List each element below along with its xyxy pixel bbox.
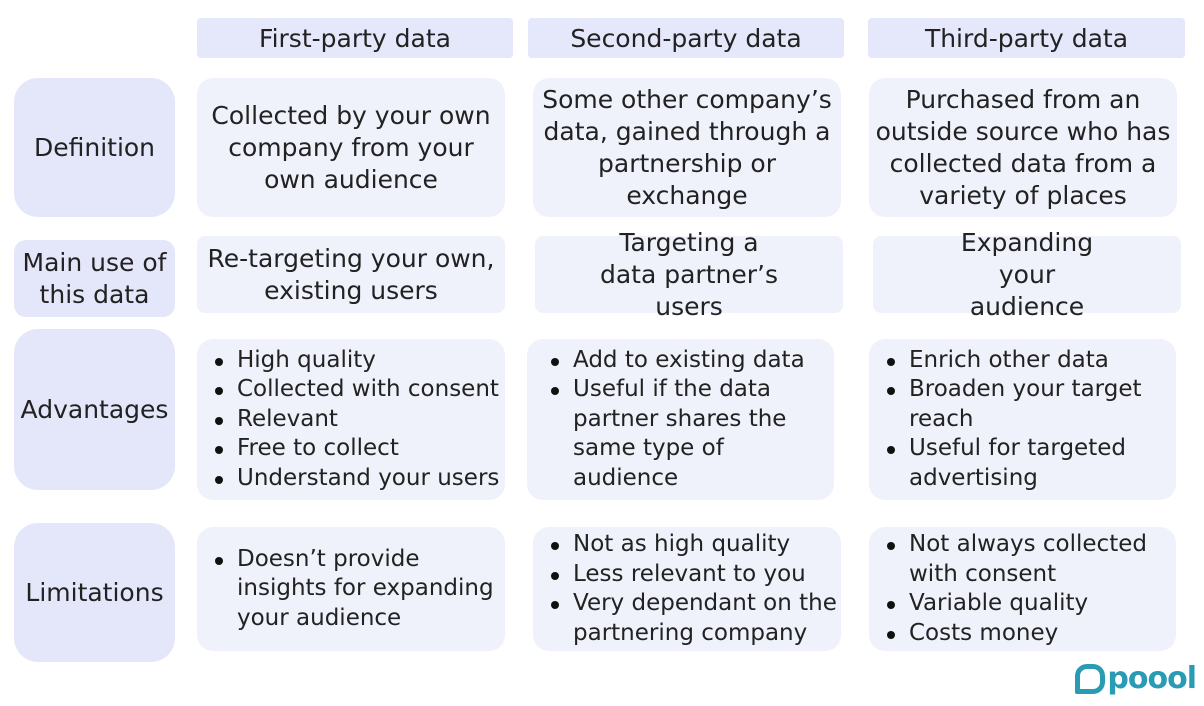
poool-logo-icon bbox=[1075, 664, 1106, 694]
limitations-second-party: Not as high quality Less relevant to you… bbox=[533, 527, 841, 651]
list-item: Add to existing data bbox=[551, 346, 834, 376]
list-item: Relevant bbox=[214, 405, 499, 435]
list-item: Variable quality bbox=[887, 589, 1176, 619]
list-item: High quality bbox=[214, 346, 499, 376]
row-label-main-use: Main use of this data bbox=[14, 240, 175, 317]
header-third-party: Third-party data bbox=[868, 18, 1185, 58]
advantages-third-party-list: Enrich other data Broaden your target re… bbox=[869, 346, 1176, 494]
poool-logo-text: poool bbox=[1107, 661, 1197, 696]
list-item: Very dependant on the partnering company bbox=[551, 589, 841, 648]
list-item: Useful if the data partner shares the sa… bbox=[551, 375, 834, 493]
header-second-party: Second-party data bbox=[528, 18, 844, 58]
advantages-second-party-list: Add to existing data Useful if the data … bbox=[527, 346, 834, 494]
header-first-party: First-party data bbox=[197, 18, 513, 58]
list-item: Less relevant to you bbox=[551, 560, 841, 590]
definition-first-party: Collected by your own company from your … bbox=[197, 78, 505, 217]
list-item: Broaden your target reach bbox=[887, 375, 1176, 434]
list-item: Understand your users bbox=[214, 464, 499, 494]
advantages-first-party-list: High quality Collected with consent Rele… bbox=[197, 346, 499, 494]
list-item: Doesn’t provide insights for expanding y… bbox=[215, 545, 505, 634]
list-item: Collected with consent bbox=[214, 375, 499, 405]
poool-logo: poool bbox=[1075, 661, 1197, 696]
list-item: Useful for targeted advertising bbox=[887, 434, 1176, 493]
row-label-definition: Definition bbox=[14, 78, 175, 217]
limitations-second-party-list: Not as high quality Less relevant to you… bbox=[533, 530, 841, 648]
main-use-third-party: Expanding your audience bbox=[873, 228, 1181, 321]
limitations-third-party: Not always collected with consent Variab… bbox=[869, 527, 1176, 651]
list-item: Costs money bbox=[887, 619, 1176, 649]
row-label-limitations: Limitations bbox=[14, 523, 175, 662]
advantages-second-party: Add to existing data Useful if the data … bbox=[527, 339, 834, 500]
limitations-first-party-list: Doesn’t provide insights for expanding y… bbox=[197, 545, 505, 634]
limitations-first-party: Doesn’t provide insights for expanding y… bbox=[197, 527, 505, 651]
main-use-second-party: Targeting a data partner’s users bbox=[535, 228, 843, 321]
definition-third-party: Purchased from an outside source who has… bbox=[869, 78, 1177, 217]
list-item: Not always collected with consent bbox=[887, 530, 1176, 589]
advantages-third-party: Enrich other data Broaden your target re… bbox=[869, 339, 1176, 500]
main-use-first-party: Re-targeting your own, existing users bbox=[197, 236, 505, 313]
list-item: Not as high quality bbox=[551, 530, 841, 560]
list-item: Free to collect bbox=[214, 434, 499, 464]
limitations-third-party-list: Not always collected with consent Variab… bbox=[869, 530, 1176, 648]
row-label-advantages: Advantages bbox=[14, 329, 175, 490]
advantages-first-party: High quality Collected with consent Rele… bbox=[197, 339, 505, 500]
definition-second-party: Some other company’s data, gained throug… bbox=[533, 78, 841, 217]
list-item: Enrich other data bbox=[887, 346, 1176, 376]
